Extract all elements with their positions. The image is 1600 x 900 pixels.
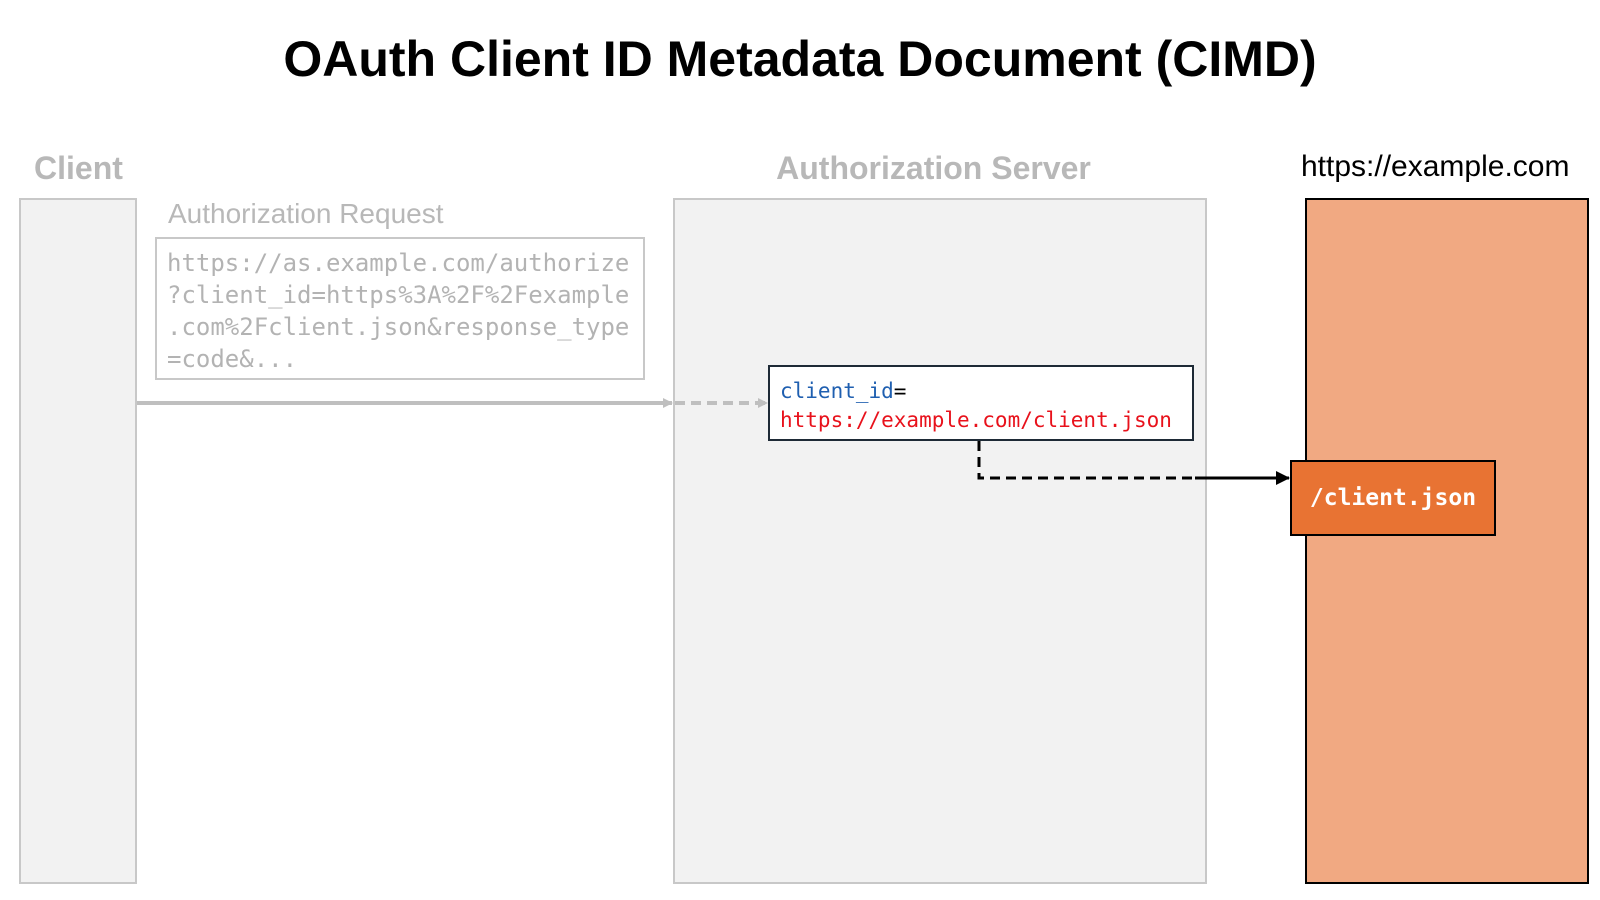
client-metadata-document: /client.json	[1290, 460, 1496, 536]
request-url-line-3: .com%2Fclient.json&response_type	[167, 313, 630, 341]
example-com-lane-label: https://example.com	[1301, 150, 1570, 183]
client-id-parameter-box: client_id= https://example.com/client.js…	[768, 365, 1194, 441]
request-url-line-4: =code&...	[167, 345, 298, 373]
authorization-request-url-box: https://as.example.com/authorize ?client…	[155, 237, 645, 380]
fetch-arrow-dashed	[977, 441, 1195, 480]
authorization-server-lane-label: Authorization Server	[776, 150, 1091, 186]
client-lane-label: Client	[34, 150, 123, 186]
request-url-line-1: https://as.example.com/authorize	[167, 249, 630, 277]
client-id-key: client_id	[780, 379, 894, 403]
client-metadata-path: /client.json	[1309, 485, 1477, 511]
authorization-server-lane	[673, 198, 1207, 884]
client-id-equals: =	[893, 379, 907, 403]
client-id-value: https://example.com/client.json	[780, 408, 1172, 432]
authorization-request-label: Authorization Request	[168, 198, 444, 229]
example-com-lane	[1305, 198, 1589, 884]
client-lane	[19, 198, 137, 884]
diagram-title: OAuth Client ID Metadata Document (CIMD)	[283, 31, 1317, 87]
request-url-line-2: ?client_id=https%3A%2F%2Fexample	[167, 281, 630, 309]
client-id-key-line: client_id=	[780, 377, 1192, 406]
